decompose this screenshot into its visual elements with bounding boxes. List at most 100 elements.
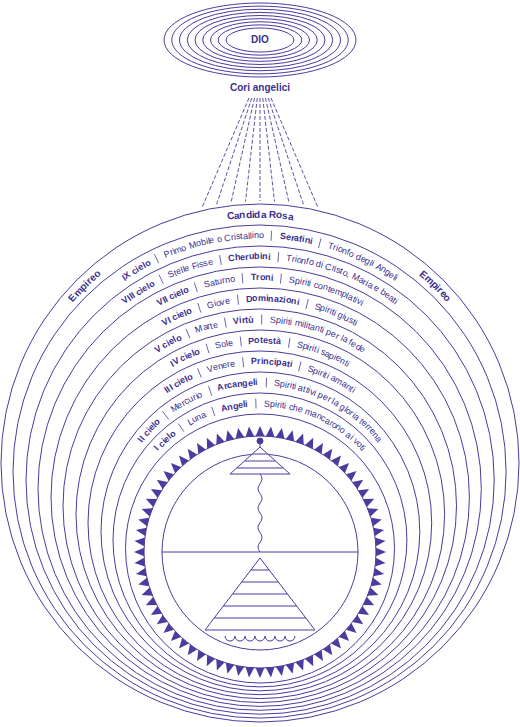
text-holder: IV cielo [167,347,202,369]
text-holder: Empireo [417,269,453,304]
god-ring [195,16,325,65]
heaven-title: VII cielo [155,285,191,307]
fire-tooth [375,538,385,547]
text-holder: III cielo [161,372,194,396]
separator-bar [212,407,215,416]
glyph: o [308,257,315,268]
heaven-title: V cielo [153,333,184,355]
glyph: à [275,336,281,347]
glyph: S [270,315,277,326]
glyph: e [240,252,246,263]
heaven-title: Arcangeli [215,377,261,392]
glyph: r [256,272,260,282]
text-holder: Principati [249,356,296,369]
glyph: o [229,274,235,285]
fire-tooth [134,558,144,567]
heaven-text: Marte [194,320,220,335]
separator-bar [225,318,227,328]
heaven-title: Potestà [246,335,283,346]
fire-tooth [246,667,255,677]
heaven-title: Angeli [219,399,252,413]
heaven-text: Spiriti sapienti [295,340,354,369]
heaven-text: Stelle Fisse [166,257,215,280]
glyph: S [264,398,271,409]
text-holder: Angeli [219,399,252,413]
glyph: R [269,209,277,221]
fire-sphere [134,426,386,678]
separator-bar [208,386,211,395]
separator-bar [159,275,163,284]
glyph: b [254,251,260,261]
glyph: i [252,230,254,240]
god-ring [211,22,310,59]
glyph: e [297,404,305,415]
node-outline [113,393,407,687]
glyph: e [263,335,268,345]
inferno-circle [233,594,288,595]
glyph: n [265,272,271,283]
heaven-title: IV cielo [167,347,202,369]
heaven-band: V cieloMarteVirtùSpiriti militanti per l… [63,309,457,703]
glyph: r [245,252,249,263]
glyph: i [261,356,264,366]
fire-tooth [246,426,255,436]
glyph: m [258,293,266,303]
fire-tooth [376,548,386,557]
god-ellipses: DIO [164,3,356,77]
node-outline [88,351,432,695]
text-holder: Giove [205,296,233,310]
heaven-text: Venere [205,359,238,375]
heaven-title: Candida Rosa [225,209,297,222]
god-ring [218,25,302,55]
glyph: e [229,358,236,369]
separator-bar [288,338,290,348]
glyph: o [254,335,260,345]
glyph: n [239,209,246,221]
heaven-ring [26,246,494,714]
glyph: i [289,317,293,328]
node-outline [101,372,420,691]
separator-bar [280,274,282,284]
inferno-circle [251,570,269,571]
node-outline [63,309,457,703]
glyph: h [234,252,240,263]
text-holder: Spiriti sapienti [295,340,354,369]
glyph: n [263,356,269,367]
text-holder: VI cielo [160,306,194,327]
heaven-title: Troni [248,272,277,283]
glyph: s [268,335,274,346]
purgatory-terrace [237,468,284,469]
separator-bar [240,337,241,347]
text-holder: DIO [251,34,269,46]
separator-bar [206,344,209,354]
separator-bar [178,423,184,431]
glyph: e [224,296,231,307]
text-holder: Virtù [231,315,256,327]
glyph: i [255,377,258,387]
glyph: ù [248,314,254,325]
glyph: a [287,210,294,222]
text-holder: Candida Rosa [225,209,297,222]
glyph: n [262,251,268,261]
glyph: l [250,230,252,240]
text-holder: Marte [194,320,220,335]
heaven-band: I cieloLunaAngeliSpiriti che mancarono a… [113,393,407,687]
glyph [266,209,269,221]
heaven-text: Luna [185,410,209,427]
fire-sphere-circle [144,436,376,668]
glyph: c [268,357,274,368]
separator-bar [195,282,198,292]
fire-tooth [134,548,144,557]
separator-bar [261,315,262,325]
angelic-ray [268,98,303,205]
separator-bar [277,252,279,262]
inferno-circle [214,618,306,619]
fire-tooth [256,426,265,436]
purgatory-mountain [230,447,290,474]
glyph: o [260,272,266,282]
inferno-circle [223,606,296,607]
heaven-title: Principati [249,356,296,369]
god-ring [226,28,294,52]
natural-burrow-path [258,474,262,552]
